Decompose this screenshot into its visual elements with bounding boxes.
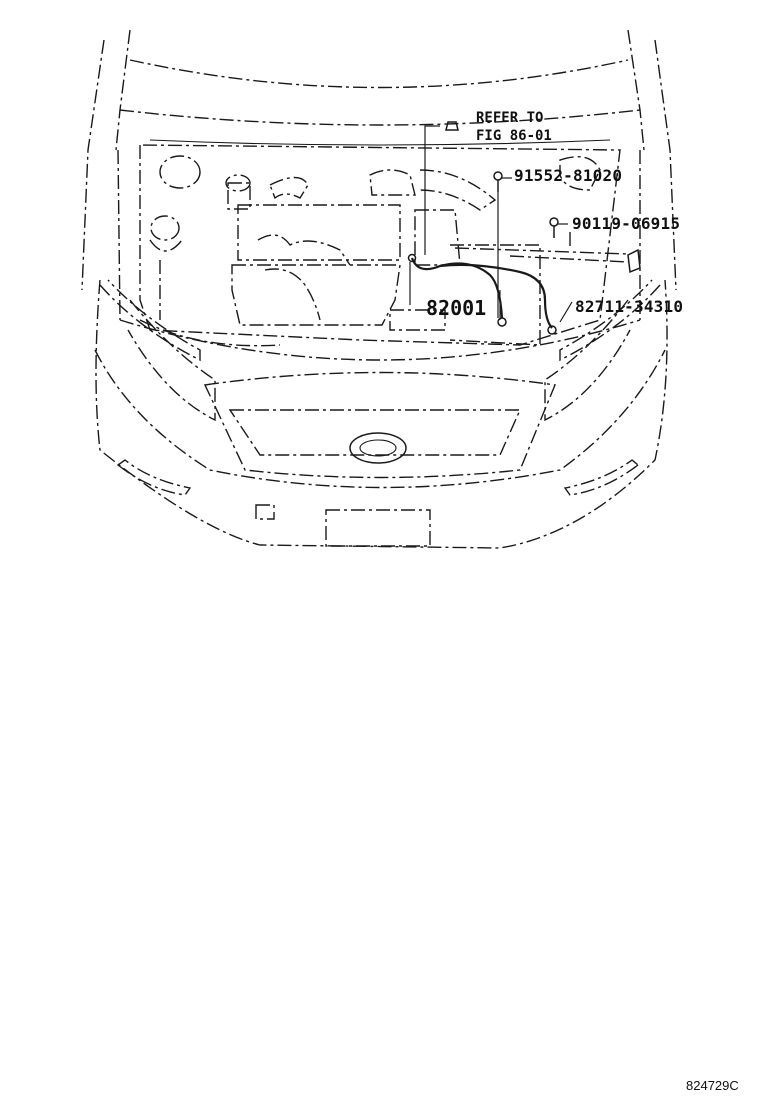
clamp-icon: [445, 121, 459, 131]
part-number-90119-06915: 90119-06915: [572, 214, 681, 233]
battery-cable: [407, 253, 557, 335]
part-number-82711-34310: 82711-34310: [575, 297, 684, 316]
leader-lines: [409, 125, 629, 323]
part-number-91552-81020: 91552-81020: [514, 166, 623, 185]
refer-to-label: REFER TO: [476, 110, 544, 126]
terminal-clip-icon: [627, 248, 641, 274]
body-outline: [95, 149, 668, 549]
figure-code: 824729C: [686, 1078, 739, 1093]
nut-icon: [549, 217, 559, 238]
bolt-icon: [493, 171, 503, 192]
fig-reference-label: FIG 86-01: [476, 128, 552, 144]
part-number-82001: 82001: [426, 296, 487, 320]
headlights: [99, 279, 661, 362]
front-bumper: [94, 299, 666, 547]
hood-outline: [81, 29, 677, 291]
